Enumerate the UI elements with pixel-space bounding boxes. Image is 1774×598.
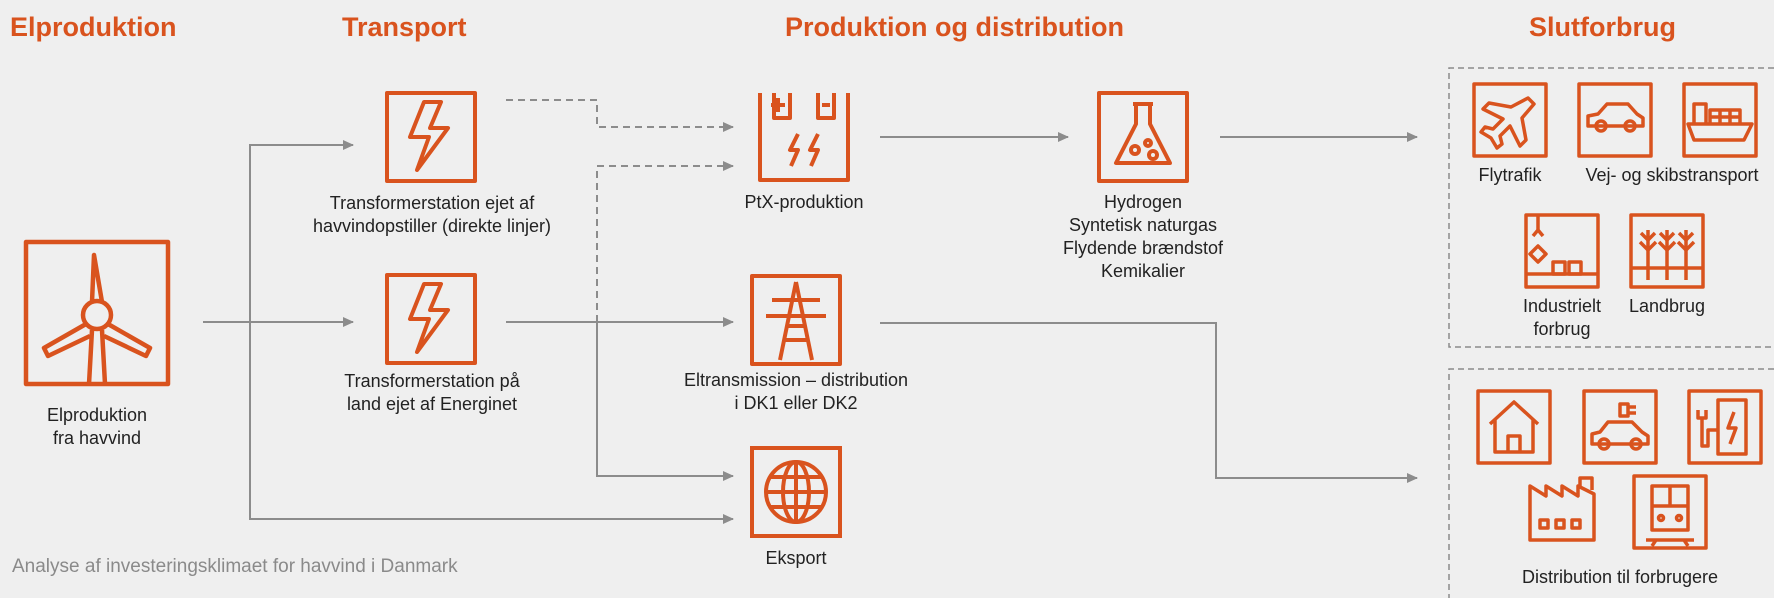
- header-elproduktion: Elproduktion: [10, 12, 177, 42]
- slutforbrug-top-box: [1448, 67, 1774, 348]
- label-vej-skib: Vej- og skibstransport: [1585, 165, 1759, 185]
- label-flytrafik: Flytrafik: [1478, 165, 1542, 185]
- header-slutforbrug: Slutforbrug: [1529, 12, 1676, 42]
- ship-icon: [1682, 82, 1758, 158]
- label-distribution: Distribution til forbrugere: [1521, 567, 1719, 587]
- globe-icon: [750, 446, 842, 538]
- electrolyzer-icon: [758, 93, 850, 182]
- line-transmission-to-ptx: [596, 161, 734, 322]
- pylon-icon: [750, 274, 842, 366]
- line-transmission-to-consumers: [880, 322, 1418, 483]
- ev-car-icon: [1582, 389, 1658, 465]
- wind-turbine-icon: [23, 239, 171, 387]
- train-icon: [1632, 474, 1708, 550]
- label-ptx: PtX-produktion: [744, 192, 864, 212]
- line-offshore-to-transformer-offshore: [249, 140, 354, 322]
- lightning-icon: [385, 91, 477, 183]
- house-icon: [1476, 389, 1552, 465]
- header-produktion: Produktion og distribution: [785, 12, 1124, 42]
- airplane-icon: [1472, 82, 1548, 158]
- lightning-icon: [385, 273, 477, 365]
- charging-station-icon: [1687, 389, 1763, 465]
- label-landbrug: Landbrug: [1628, 296, 1706, 316]
- factory-icon: [1528, 476, 1596, 542]
- crops-icon: [1629, 213, 1705, 289]
- factory-robot-icon: [1524, 213, 1600, 289]
- header-transport: Transport: [342, 12, 467, 42]
- footer-text: Analyse af investeringsklimaet for havvi…: [12, 556, 458, 577]
- line-offshore-to-export: [249, 322, 734, 524]
- label-export: Eksport: [765, 548, 827, 568]
- flask-icon: [1097, 91, 1189, 183]
- line-transmission-to-export: [596, 322, 734, 481]
- slutforbrug-bottom-box: [1448, 368, 1774, 598]
- line-transformer-offshore-to-ptx: [506, 99, 734, 132]
- car-icon: [1577, 82, 1653, 158]
- connectors: [203, 99, 1418, 524]
